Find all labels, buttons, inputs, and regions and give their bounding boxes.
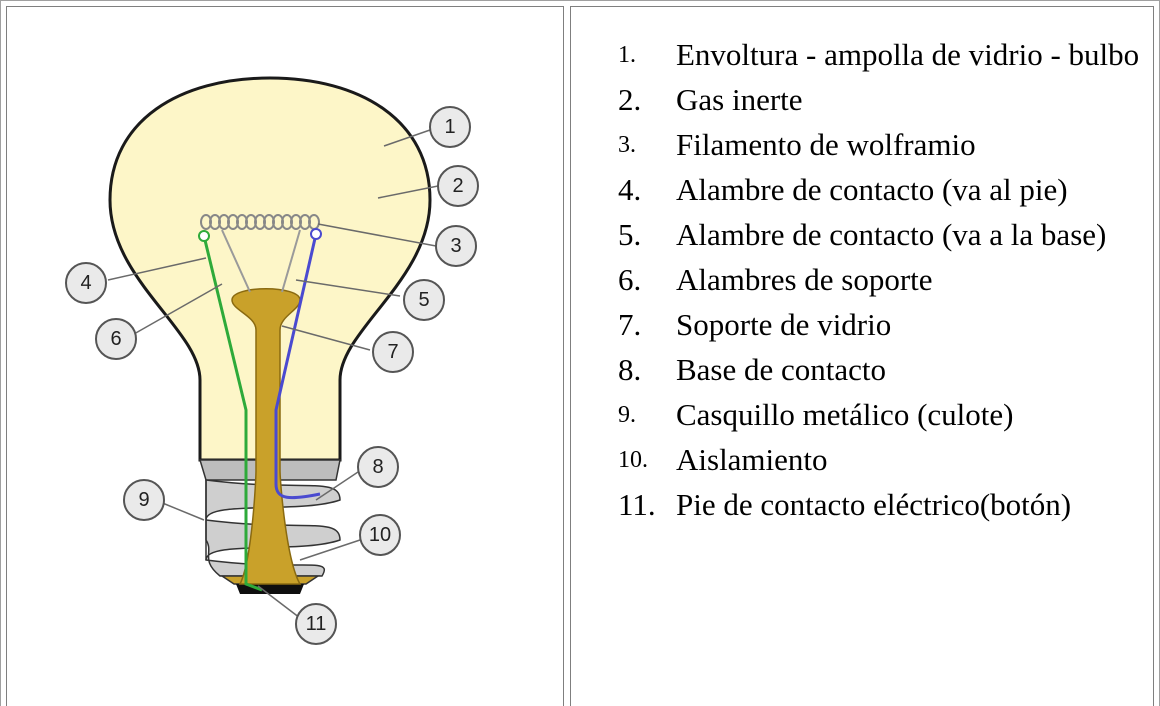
svg-text:11: 11 [306,613,327,635]
legend-cell [570,6,1154,706]
legend-number: 5. [618,217,642,252]
callout-2: 2 [437,165,479,207]
svg-text:1: 1 [444,116,455,138]
support-wires [221,229,301,293]
legend-number: 7. [618,307,642,342]
legend-label: Pie de contacto eléctrico(botón) [676,487,1072,522]
contact-wire-blue [274,233,321,500]
diagram-cell [6,6,564,706]
svg-text:5: 5 [418,289,429,311]
legend-label: Alambre de contacto (va a la base) [676,217,1107,252]
callout-9: 9 [123,479,165,521]
legend-number: 3. [618,132,636,158]
legend-item: 11. Pie de contacto eléctrico(botón) [618,486,1158,524]
svg-text:10: 10 [369,524,391,546]
legend-number: 1. [618,42,636,68]
legend-item: 9. Casquillo metálico (culote) [618,396,1158,434]
svg-text:7: 7 [387,341,398,363]
legend-label: Casquillo metálico (culote) [676,397,1014,432]
callout-8: 8 [357,446,399,488]
legend-label: Envoltura - ampolla de vidrio - bulbo [676,37,1140,72]
legend-label: Alambre de contacto (va al pie) [676,172,1068,207]
filament-coil [200,214,320,230]
legend-item: 5. Alambre de contacto (va a la base) [618,216,1158,254]
glass-support [231,288,302,585]
callout-7: 7 [372,331,414,373]
svg-text:6: 6 [110,328,121,350]
parts-legend: 1.Envoltura - ampolla de vidrio - bulbo … [618,36,1158,531]
legend-number: 8. [618,352,642,387]
svg-text:2: 2 [452,175,463,197]
legend-label: Base de contacto [676,352,887,387]
legend-item: 6. Alambres de soporte [618,261,1158,299]
callout-leaders [107,129,439,619]
legend-item: 2. Gas inerte [618,81,1158,119]
legend-item: 3. Filamento de wolframio [618,126,1158,164]
contact-wire-green [202,235,263,592]
svg-text:8: 8 [372,456,383,478]
legend-item: 1. Envoltura - ampolla de vidrio - bulbo [618,36,1158,74]
legend-label: Alambres de soporte [676,262,933,297]
legend-number: 10. [618,447,648,473]
callout-11: 11 [295,603,337,645]
legend-number: 6. [618,262,642,297]
callout-5: 5 [403,279,445,321]
legend-number: 9. [618,402,636,428]
svg-text:9: 9 [138,489,149,511]
legend-item: 10. Aislamiento [618,441,1158,479]
legend-number: 2. [618,82,642,117]
legend-item: 8. Base de contacto [618,351,1158,389]
callout-1: 1 [429,106,471,148]
svg-text:4: 4 [80,272,91,294]
legend-number: 4. [618,172,642,207]
svg-text:3: 3 [450,235,461,257]
legend-label: Soporte de vidrio [676,307,892,342]
callout-4: 4 [65,262,107,304]
bulb-envelope [108,76,432,462]
legend-label: Gas inerte [676,82,803,117]
callout-3: 3 [435,225,477,267]
legend-label: Filamento de wolframio [676,127,976,162]
callout-6: 6 [95,318,137,360]
legend-item: 7. Soporte de vidrio [618,306,1158,344]
callout-10: 10 [359,514,401,556]
legend-item: 4. Alambre de contacto (va al pie) [618,171,1158,209]
light-bulb-diagram: 1 2 3 4 5 6 7 8 9 10 11 [65,76,479,645]
legend-number: 11. [618,487,656,522]
legend-label: Aislamiento [676,442,828,477]
